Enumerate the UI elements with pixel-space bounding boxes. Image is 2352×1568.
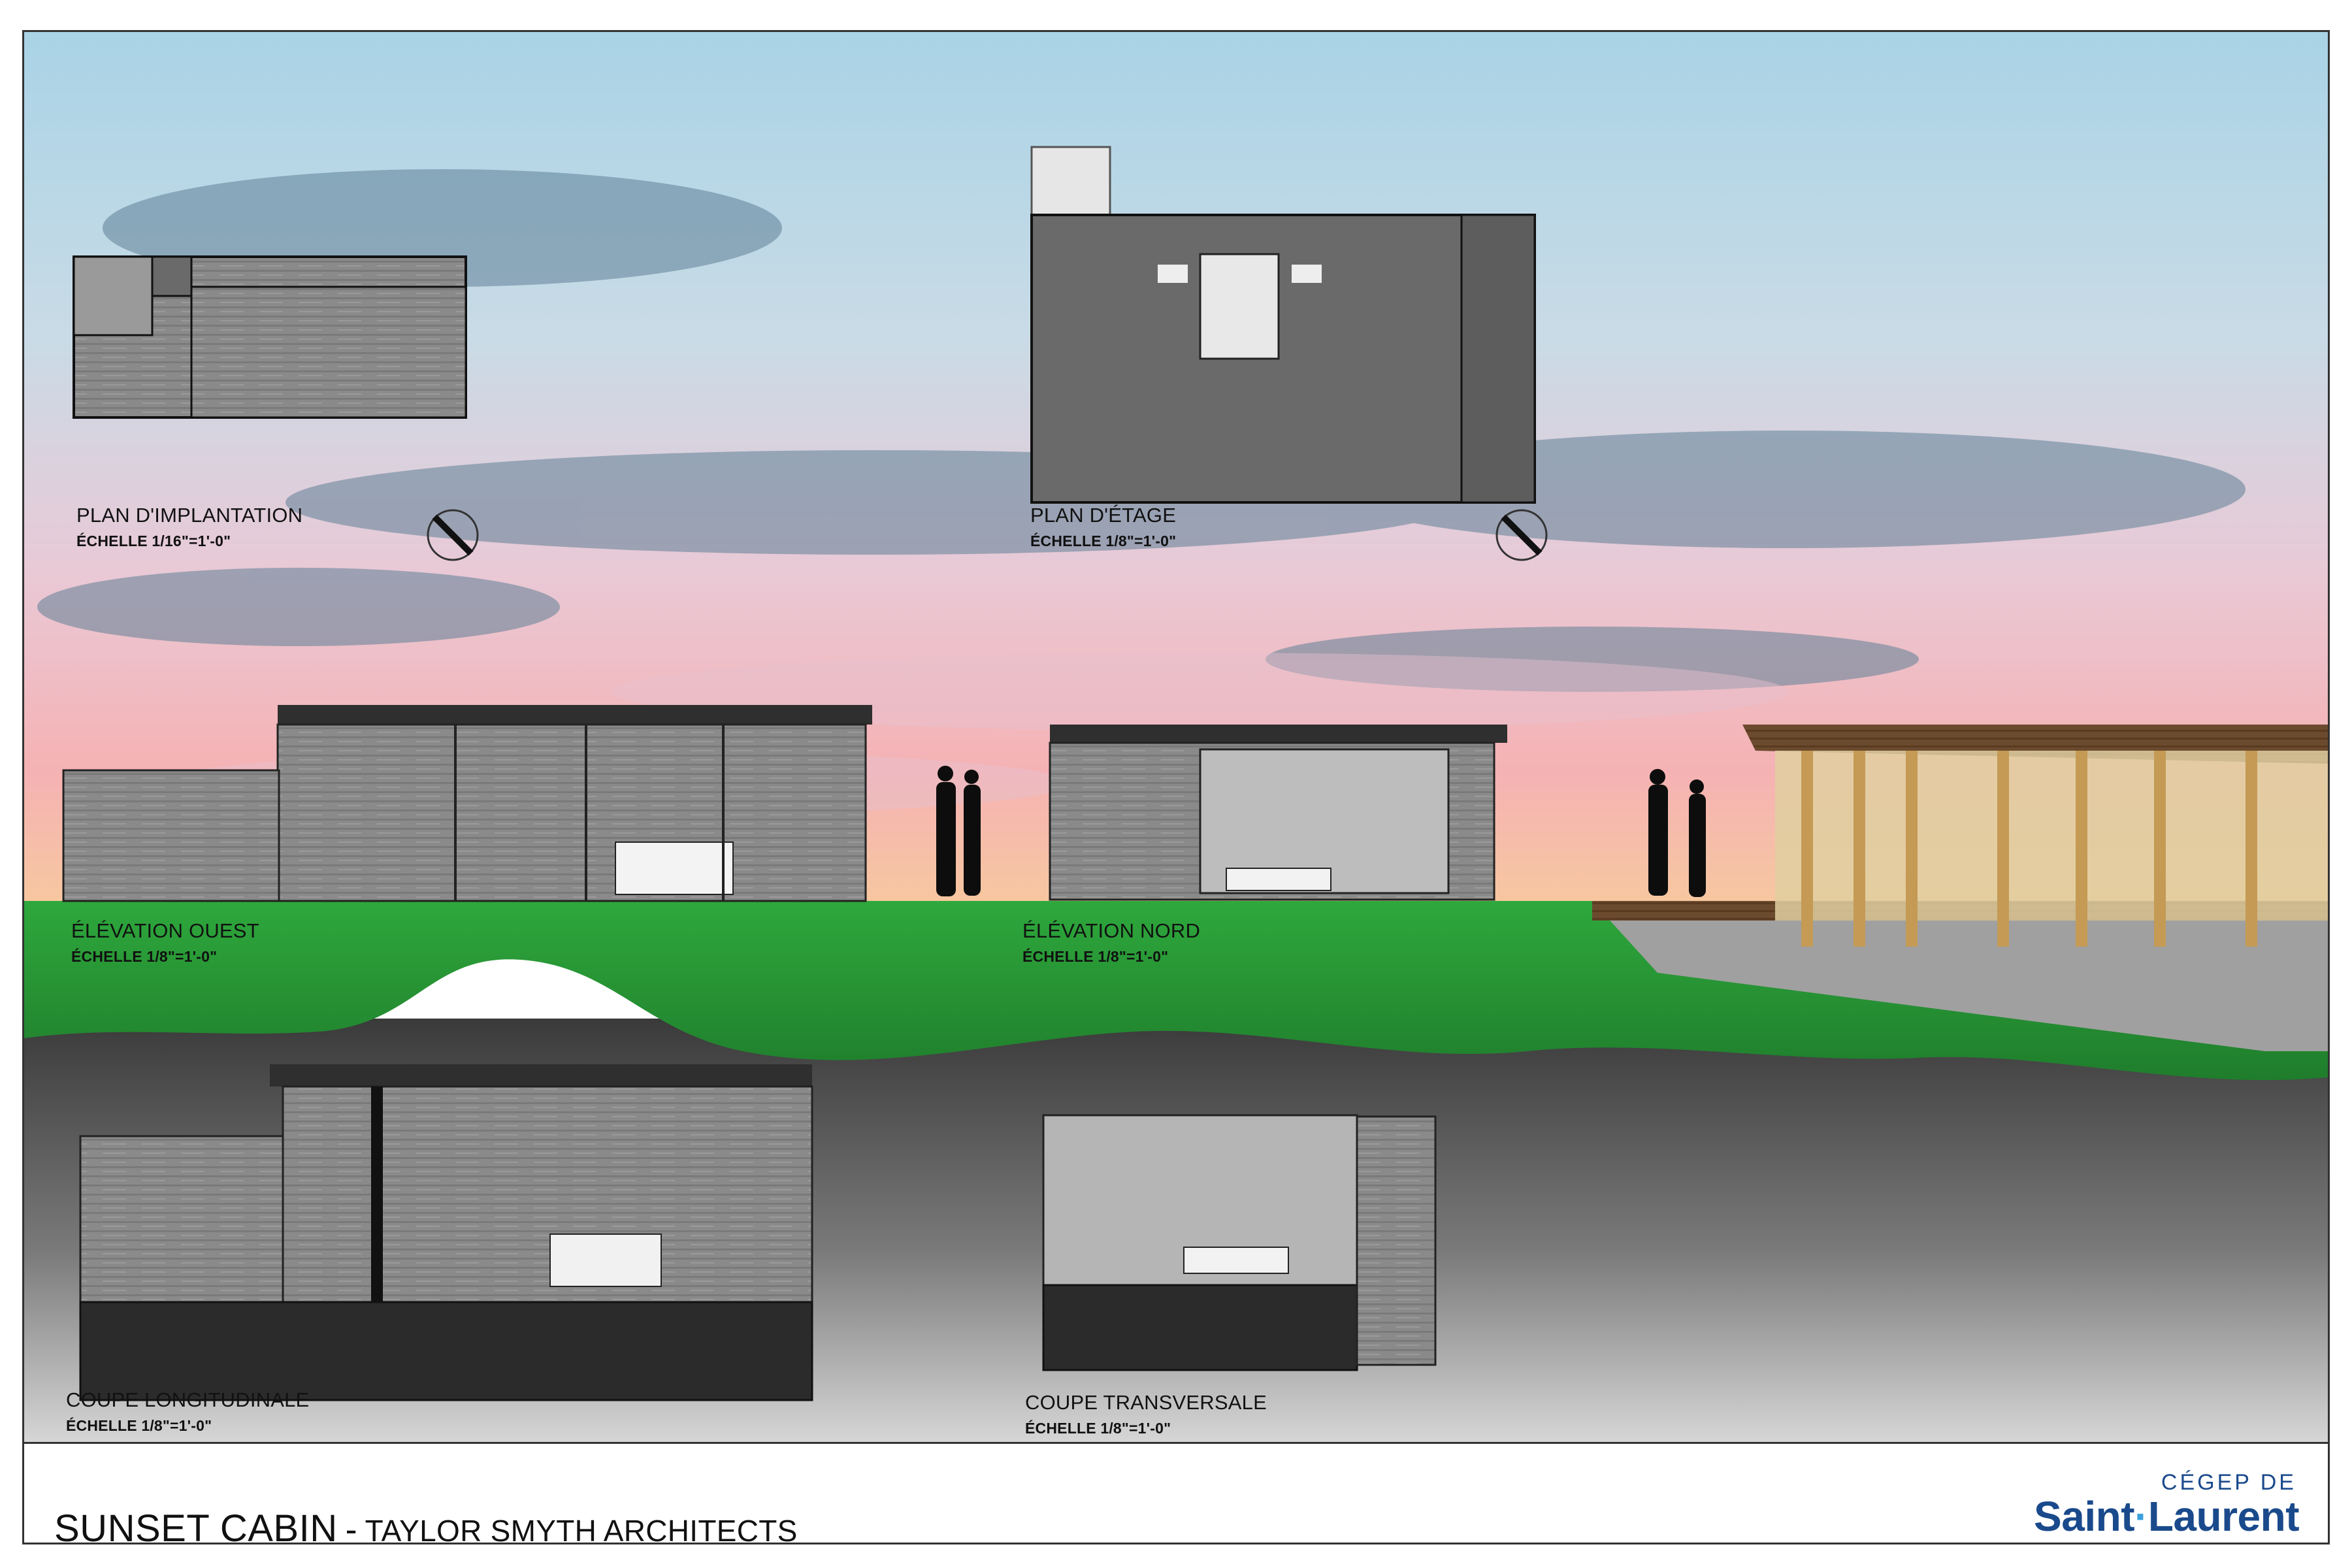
longitudinal-section-drawing xyxy=(79,1064,813,1401)
north-arrow-icon xyxy=(427,509,479,561)
west-elevation-title: ÉLÉVATION OUEST xyxy=(71,919,259,942)
north-elevation-label: ÉLÉVATION NORD ÉCHELLE 1/8"=1'-0" xyxy=(1022,919,1200,966)
floor-plan-drawing xyxy=(1030,146,1536,504)
west-elevation-label: ÉLÉVATION OUEST ÉCHELLE 1/8"=1'-0" xyxy=(71,919,259,966)
logo-line1: CÉGEP DE xyxy=(2161,1470,2296,1495)
north-arrow-icon xyxy=(1495,509,1548,561)
floor-plan-title: PLAN D'ÉTAGE xyxy=(1030,504,1177,527)
floor-plan-scale: ÉCHELLE 1/8"=1'-0" xyxy=(1030,532,1177,549)
west-elevation-drawing xyxy=(62,705,872,902)
site-plan-title: PLAN D'IMPLANTATION xyxy=(76,504,303,527)
floor-plan-label: PLAN D'ÉTAGE ÉCHELLE 1/8"=1'-0" xyxy=(1030,504,1176,550)
project-name: SUNSET CABIN xyxy=(54,1507,338,1544)
north-elevation-scale: ÉCHELLE 1/8"=1'-0" xyxy=(1022,948,1169,965)
longitudinal-section-title: COUPE LONGITUDINALE xyxy=(66,1388,310,1411)
sheet-title: SUNSET CABIN - TAYLOR SMYTH ARCHITECTS xyxy=(54,1507,798,1544)
title-separator: - xyxy=(345,1510,357,1544)
longitudinal-section-scale: ÉCHELLE 1/8"=1'-0" xyxy=(66,1417,212,1434)
title-block: SUNSET CABIN - TAYLOR SMYTH ARCHITECTS C… xyxy=(24,1442,2328,1544)
architect-name: TAYLOR SMYTH ARCHITECTS xyxy=(365,1514,798,1544)
presentation-board xyxy=(24,32,2328,1442)
site-plan-label: PLAN D'IMPLANTATION ÉCHELLE 1/16"=1'-0" xyxy=(76,504,302,550)
north-elevation-drawing xyxy=(1049,725,1507,901)
longitudinal-section-label: COUPE LONGITUDINALE ÉCHELLE 1/8"=1'-0" xyxy=(66,1388,309,1435)
logo-word-saint: Saint xyxy=(2034,1493,2134,1540)
transverse-section-scale: ÉCHELLE 1/8"=1'-0" xyxy=(1025,1420,1171,1437)
people-silhouettes xyxy=(936,766,1706,897)
logo-dot: · xyxy=(2134,1493,2148,1540)
logo-word-laurent: Laurent xyxy=(2148,1493,2300,1540)
transverse-section-label: COUPE TRANSVERSALE ÉCHELLE 1/8"=1'-0" xyxy=(1025,1391,1267,1437)
transverse-section-title: COUPE TRANSVERSALE xyxy=(1025,1391,1267,1414)
west-elevation-scale: ÉCHELLE 1/8"=1'-0" xyxy=(71,948,218,965)
site-plan-drawing xyxy=(73,255,467,419)
transverse-section-drawing xyxy=(1042,1114,1437,1371)
north-elevation-title: ÉLÉVATION NORD xyxy=(1022,919,1201,942)
cabin-perspective xyxy=(1592,725,2328,1051)
logo-wordmark: Saint·Laurent xyxy=(1959,1495,2299,1538)
site-plan-scale: ÉCHELLE 1/16"=1'-0" xyxy=(76,532,231,549)
cegep-logo: CÉGEP DE Saint·Laurent xyxy=(1959,1470,2299,1538)
sheet-border: PLAN D'IMPLANTATION ÉCHELLE 1/16"=1'-0" … xyxy=(22,30,2330,1544)
